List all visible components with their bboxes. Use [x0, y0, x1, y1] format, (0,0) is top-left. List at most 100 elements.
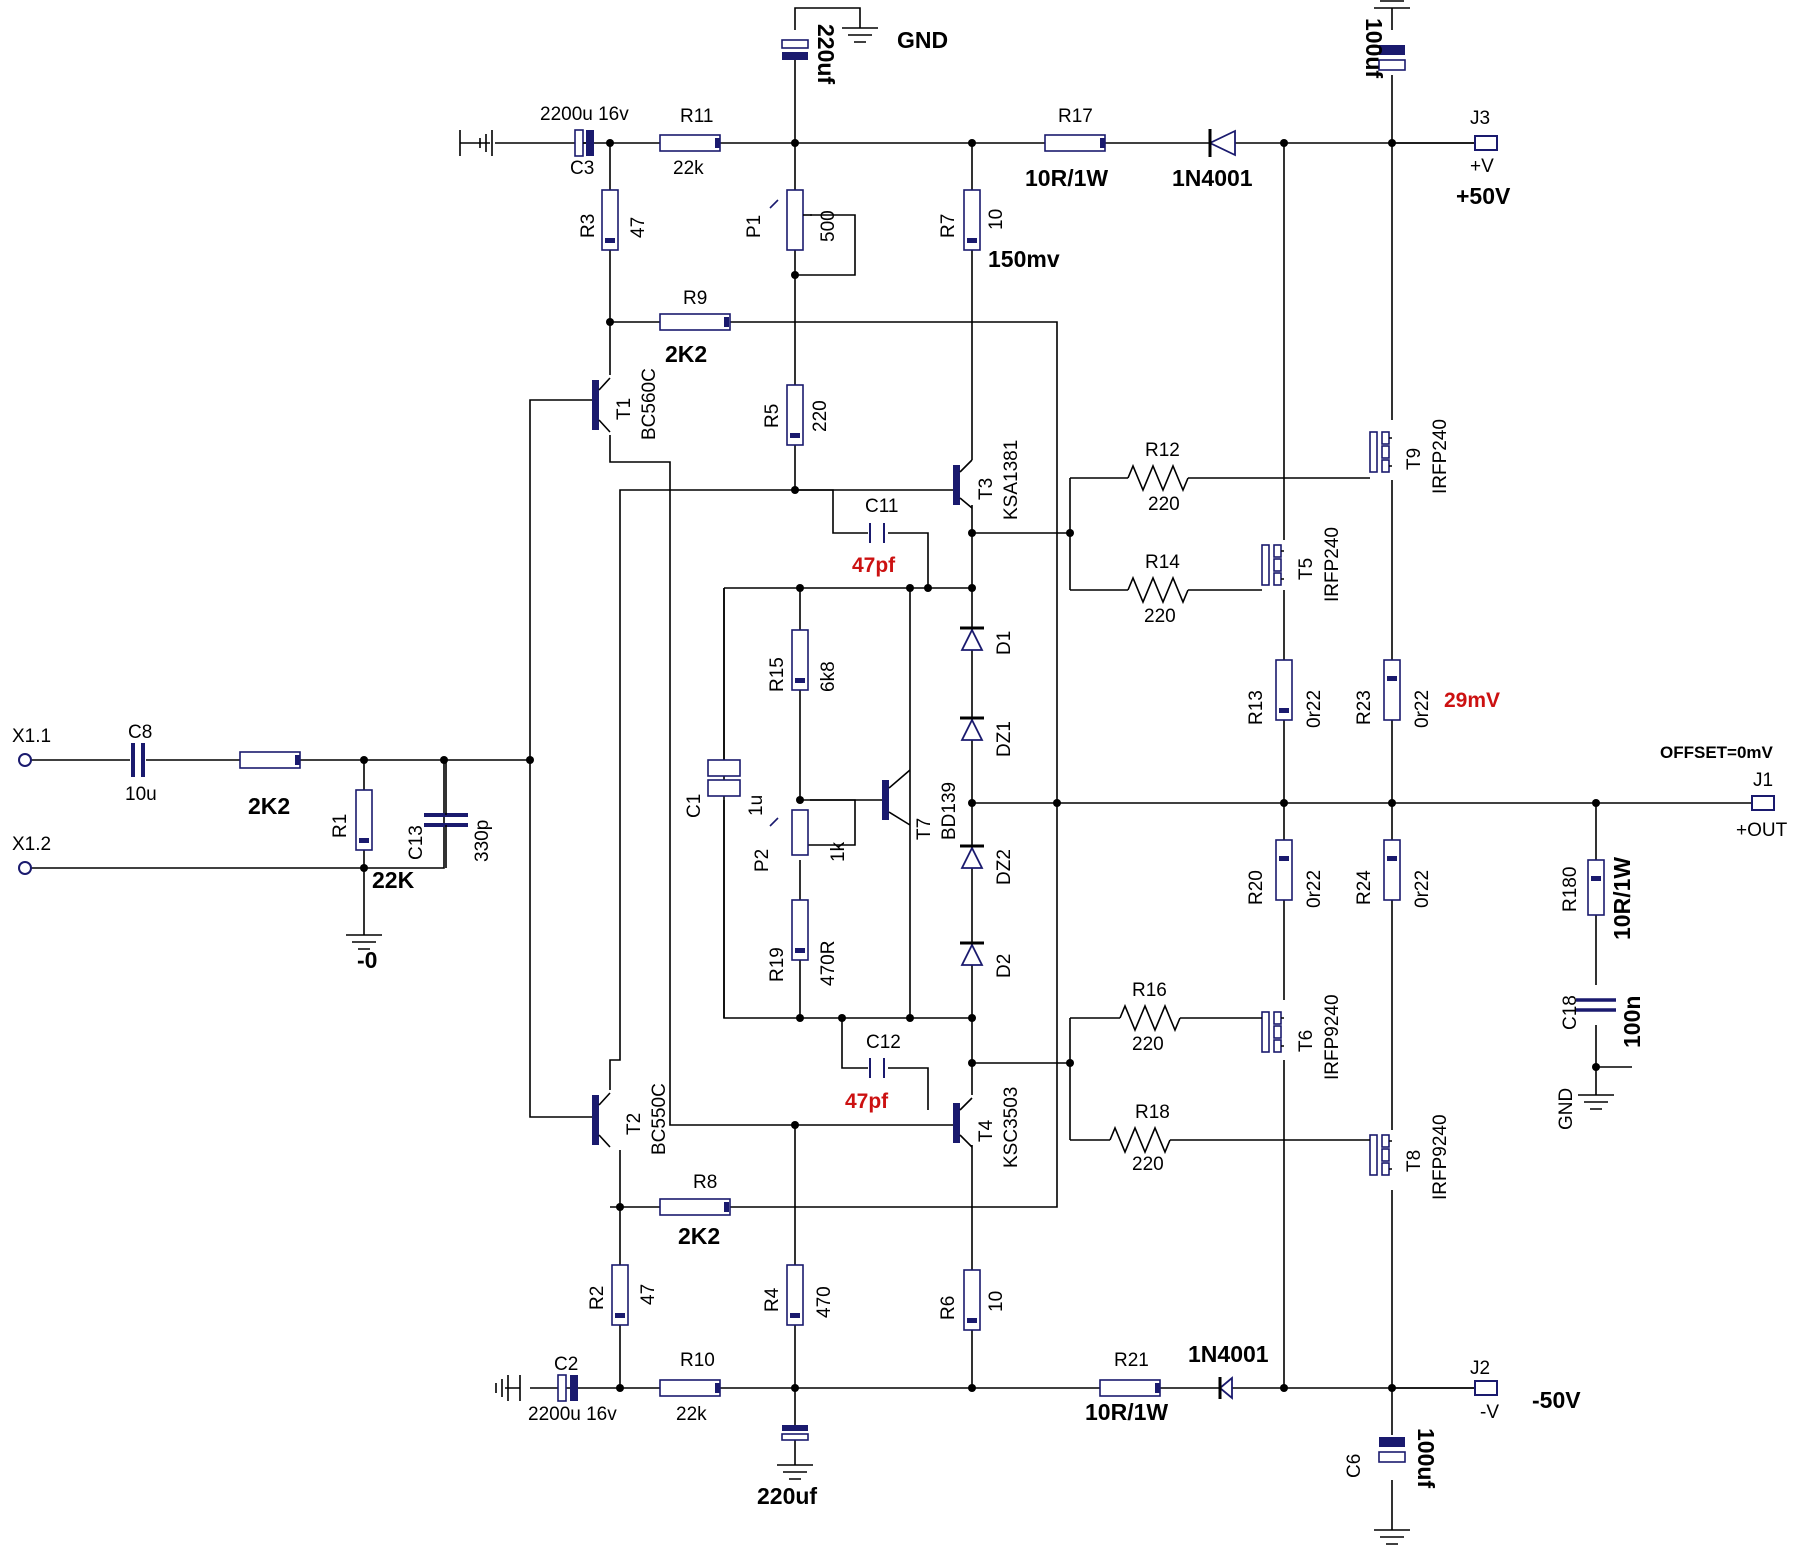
label-c11: C11 — [865, 496, 898, 517]
label-vminus-pin: -V — [1480, 1402, 1499, 1423]
label-dz1: DZ1 — [994, 721, 1015, 757]
value-c11: 47pf — [852, 554, 896, 577]
label-r23: R23 — [1354, 690, 1375, 725]
label-t3: T3 — [976, 478, 997, 500]
capacitor-top — [781, 39, 809, 60]
label-d2: D2 — [994, 954, 1015, 978]
value-c13: 330p — [472, 820, 493, 862]
diode-d-bot — [1218, 1376, 1233, 1400]
connector-x12-pad — [18, 861, 32, 875]
label-r8: R8 — [693, 1172, 717, 1193]
value-r19: 470R — [818, 941, 839, 986]
resistor-r2 — [611, 1264, 629, 1326]
label-vminus: -50V — [1532, 1387, 1581, 1413]
value-p2: 1k — [828, 841, 849, 862]
label-r9: R9 — [683, 288, 707, 309]
label-j2: J2 — [1470, 1358, 1490, 1379]
capacitor-c5 — [1378, 45, 1406, 71]
ground-c3 — [479, 130, 493, 156]
label-t5: T5 — [1296, 558, 1317, 580]
label-c12: C12 — [866, 1032, 901, 1053]
mosfet-t9 — [1360, 431, 1392, 479]
resistor-r17 — [1044, 134, 1106, 152]
resistor-r20 — [1275, 839, 1293, 901]
label-c8: C8 — [128, 722, 152, 743]
label-r3: R3 — [578, 214, 599, 238]
resistor-r18 — [1109, 1125, 1171, 1155]
ground-top-cap — [842, 27, 878, 43]
ground-input — [346, 934, 382, 950]
value-r17: 10R/1W — [1025, 165, 1108, 191]
resistor-r180 — [1587, 859, 1605, 916]
value-r12: 220 — [1148, 494, 1180, 515]
capacitor-c12 — [869, 1058, 885, 1078]
diode-d1 — [960, 626, 984, 651]
value-c18: 100n — [1619, 996, 1645, 1048]
value-r9: 2K2 — [665, 341, 707, 367]
label-r14: R14 — [1145, 552, 1180, 573]
part-t8: IRFP9240 — [1430, 1114, 1451, 1200]
label-r6: R6 — [938, 1296, 959, 1320]
label-c13: C13 — [406, 825, 427, 860]
value-r4: 470 — [814, 1286, 835, 1318]
value-r23: 0r22 — [1412, 690, 1433, 728]
label-c3: C3 — [570, 158, 594, 179]
label-gnd-input: -0 — [357, 947, 377, 973]
label-c18: C18 — [1560, 995, 1581, 1030]
part-t1: BC560C — [639, 368, 660, 440]
label-r12: R12 — [1145, 440, 1180, 461]
wires — [30, 7, 1752, 1530]
value-c2: 2200u 16v — [528, 1404, 617, 1425]
value-d-top: 1N4001 — [1172, 165, 1253, 191]
value-d-bot: 1N4001 — [1188, 1341, 1269, 1367]
label-r17: R17 — [1058, 106, 1093, 127]
part-t5: IRFP240 — [1322, 527, 1343, 602]
mosfet-t8 — [1360, 1134, 1392, 1176]
part-t4: KSC3503 — [1001, 1087, 1022, 1168]
part-t9: IRFP240 — [1430, 419, 1451, 494]
capacitor-c18 — [1576, 998, 1616, 1012]
labels: X1.1 X1.2 J3 +V +50V J2 -V -50V J1 +OUT … — [12, 18, 1788, 1509]
ground-c2 — [495, 1375, 509, 1401]
diode-dz2 — [960, 844, 984, 869]
value-r3: 47 — [628, 217, 649, 238]
label-r2: R2 — [587, 1286, 608, 1310]
label-dz2: DZ2 — [994, 849, 1015, 885]
label-p2: P2 — [752, 849, 773, 872]
value-p1: 500 — [818, 210, 839, 242]
value-r1: 22K — [372, 867, 415, 893]
transistor-t4 — [940, 1097, 973, 1148]
capacitor-c3 — [574, 129, 594, 157]
transistor-t3 — [940, 459, 973, 509]
part-t2: BC550C — [649, 1083, 670, 1155]
label-d1: D1 — [994, 631, 1015, 655]
label-r11: R11 — [680, 106, 713, 127]
label-r24: R24 — [1354, 870, 1375, 905]
resistor-r-in — [239, 751, 301, 769]
value-r20: 0r22 — [1304, 870, 1325, 908]
value-cap-bottom: 220uf — [757, 1483, 817, 1509]
resistor-r15 — [791, 629, 809, 691]
value-r11: 22k — [673, 158, 704, 179]
label-t8: T8 — [1404, 1150, 1425, 1172]
label-x12: X1.2 — [12, 834, 51, 855]
value-r16: 220 — [1132, 1034, 1164, 1055]
value-r7: 10 — [986, 209, 1007, 230]
capacitor-c13 — [424, 760, 468, 868]
label-r180: R180 — [1560, 867, 1581, 912]
diode-d2 — [960, 941, 984, 966]
resistor-r9 — [659, 313, 731, 331]
value-r180: 10R/1W — [1609, 857, 1635, 940]
value-r-in: 2K2 — [248, 793, 290, 819]
label-gnd-top: GND — [897, 27, 948, 53]
connector-j2-pad — [1474, 1380, 1498, 1396]
value-r5: 220 — [810, 400, 831, 432]
label-r19: R19 — [767, 947, 788, 982]
capacitors — [131, 39, 1616, 1463]
capacitor-c2 — [557, 1374, 578, 1402]
ground-symbols — [346, 0, 1614, 1545]
label-t1: T1 — [614, 398, 635, 420]
diodes — [960, 129, 1236, 1400]
part-t3: KSA1381 — [1001, 440, 1022, 520]
value-r13: 0r22 — [1304, 690, 1325, 728]
